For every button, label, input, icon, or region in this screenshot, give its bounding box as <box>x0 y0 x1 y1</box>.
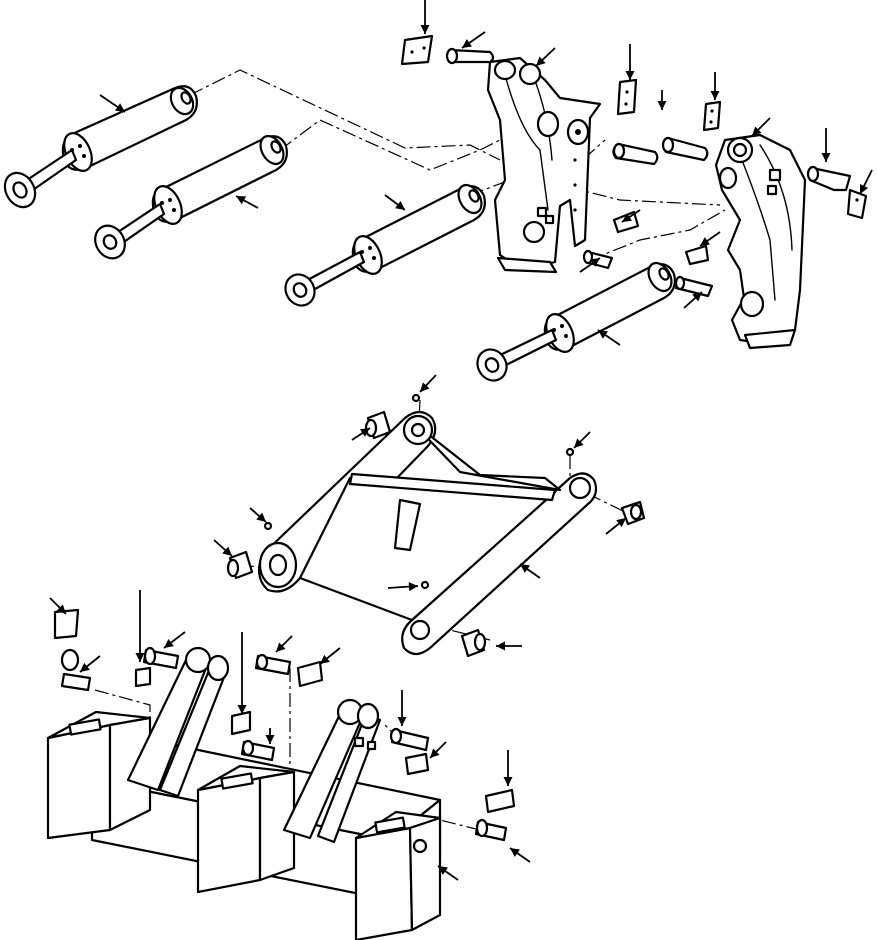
hydraulic-cylinder-2 <box>94 134 288 260</box>
right-shank-pocket <box>354 826 414 940</box>
callout-arrow <box>621 209 641 223</box>
left-cylinder-bracket <box>486 56 602 274</box>
center-shank-pocket <box>196 776 262 894</box>
pin-end-lower-right <box>674 275 686 291</box>
a-frame-pivot-arm <box>257 393 598 656</box>
grease-fitting-4 <box>420 580 430 590</box>
callout-arrow <box>99 94 126 113</box>
callout-arrow <box>429 741 447 759</box>
right-cylinder-bracket <box>714 133 807 350</box>
callout-arrow <box>625 44 635 80</box>
lock-plate-lower-2 <box>134 666 152 688</box>
upper-pins <box>445 47 852 298</box>
a-frame-center-slot <box>393 498 422 552</box>
lock-plate-lower-4 <box>296 660 324 688</box>
lock-plate-lower-3 <box>230 710 252 736</box>
callout-arrow <box>387 582 419 592</box>
callout-arrow <box>163 631 186 649</box>
grease-fitting-3 <box>565 447 575 457</box>
callout-arrow <box>821 128 831 162</box>
a-frame-right-boss <box>568 476 592 500</box>
hydraulic-cylinder-1 <box>3 85 198 209</box>
callout-arrow <box>437 865 459 881</box>
callout-arrow <box>351 427 371 441</box>
pin-end-lower-mid <box>582 249 594 265</box>
callout-arrow <box>597 329 621 346</box>
callout-arrow <box>859 169 873 195</box>
pin-head-1 <box>445 47 459 65</box>
callout-arrow <box>683 291 703 309</box>
callout-arrow <box>509 847 531 863</box>
callout-arrow <box>605 517 627 535</box>
callout-arrow <box>699 231 721 247</box>
callout-arrow <box>519 563 541 579</box>
a-frame-bushings <box>226 410 646 658</box>
callout-arrow <box>461 31 486 49</box>
ripper-beam-frame <box>46 646 442 940</box>
a-frame-bottom-boss <box>409 619 431 641</box>
callout-arrow <box>384 194 406 211</box>
hydraulic-cylinder-3 <box>284 183 486 307</box>
callout-arrow <box>535 47 556 67</box>
callout-arrow <box>657 90 667 110</box>
hydraulic-cylinder-4 <box>476 261 676 382</box>
callout-arrow <box>275 635 293 653</box>
callout-arrow <box>319 647 341 665</box>
lock-plate-lower-5 <box>404 752 430 776</box>
callout-arrow <box>49 597 67 615</box>
callout-arrow <box>265 728 275 744</box>
callout-arrow <box>419 374 437 393</box>
lower-pins-and-plates <box>53 608 516 842</box>
lock-plate-lower-1 <box>53 608 80 640</box>
callout-arrow <box>213 539 233 557</box>
callout-arrow <box>249 507 267 523</box>
callout-arrows <box>49 0 873 881</box>
pin-lower-1 <box>60 672 92 692</box>
callout-arrow <box>496 641 522 651</box>
callout-arrow <box>503 750 513 786</box>
upper-lock-plates <box>400 34 868 266</box>
callout-arrow <box>237 632 247 714</box>
callout-arrow <box>135 590 145 662</box>
callout-arrow <box>397 690 407 726</box>
pin-end-far-right <box>806 165 820 183</box>
grease-fitting-1 <box>263 521 273 531</box>
pin-end-left <box>612 142 626 160</box>
callout-arrow <box>579 257 601 273</box>
grease-fitting-2 <box>411 393 421 403</box>
callout-arrow <box>79 655 101 673</box>
lock-plate-lower-6 <box>484 788 516 814</box>
left-shank-pocket <box>46 723 112 840</box>
callout-arrow <box>573 431 591 449</box>
a-frame-cross-tube <box>348 472 557 502</box>
callout-arrow <box>420 0 430 34</box>
pin-end-right <box>661 136 675 154</box>
a-frame-right-arm <box>401 472 598 656</box>
callout-arrow <box>751 117 771 137</box>
right-support-link-2 <box>316 712 382 844</box>
callout-arrow <box>235 195 259 209</box>
callout-arrow <box>710 72 720 100</box>
